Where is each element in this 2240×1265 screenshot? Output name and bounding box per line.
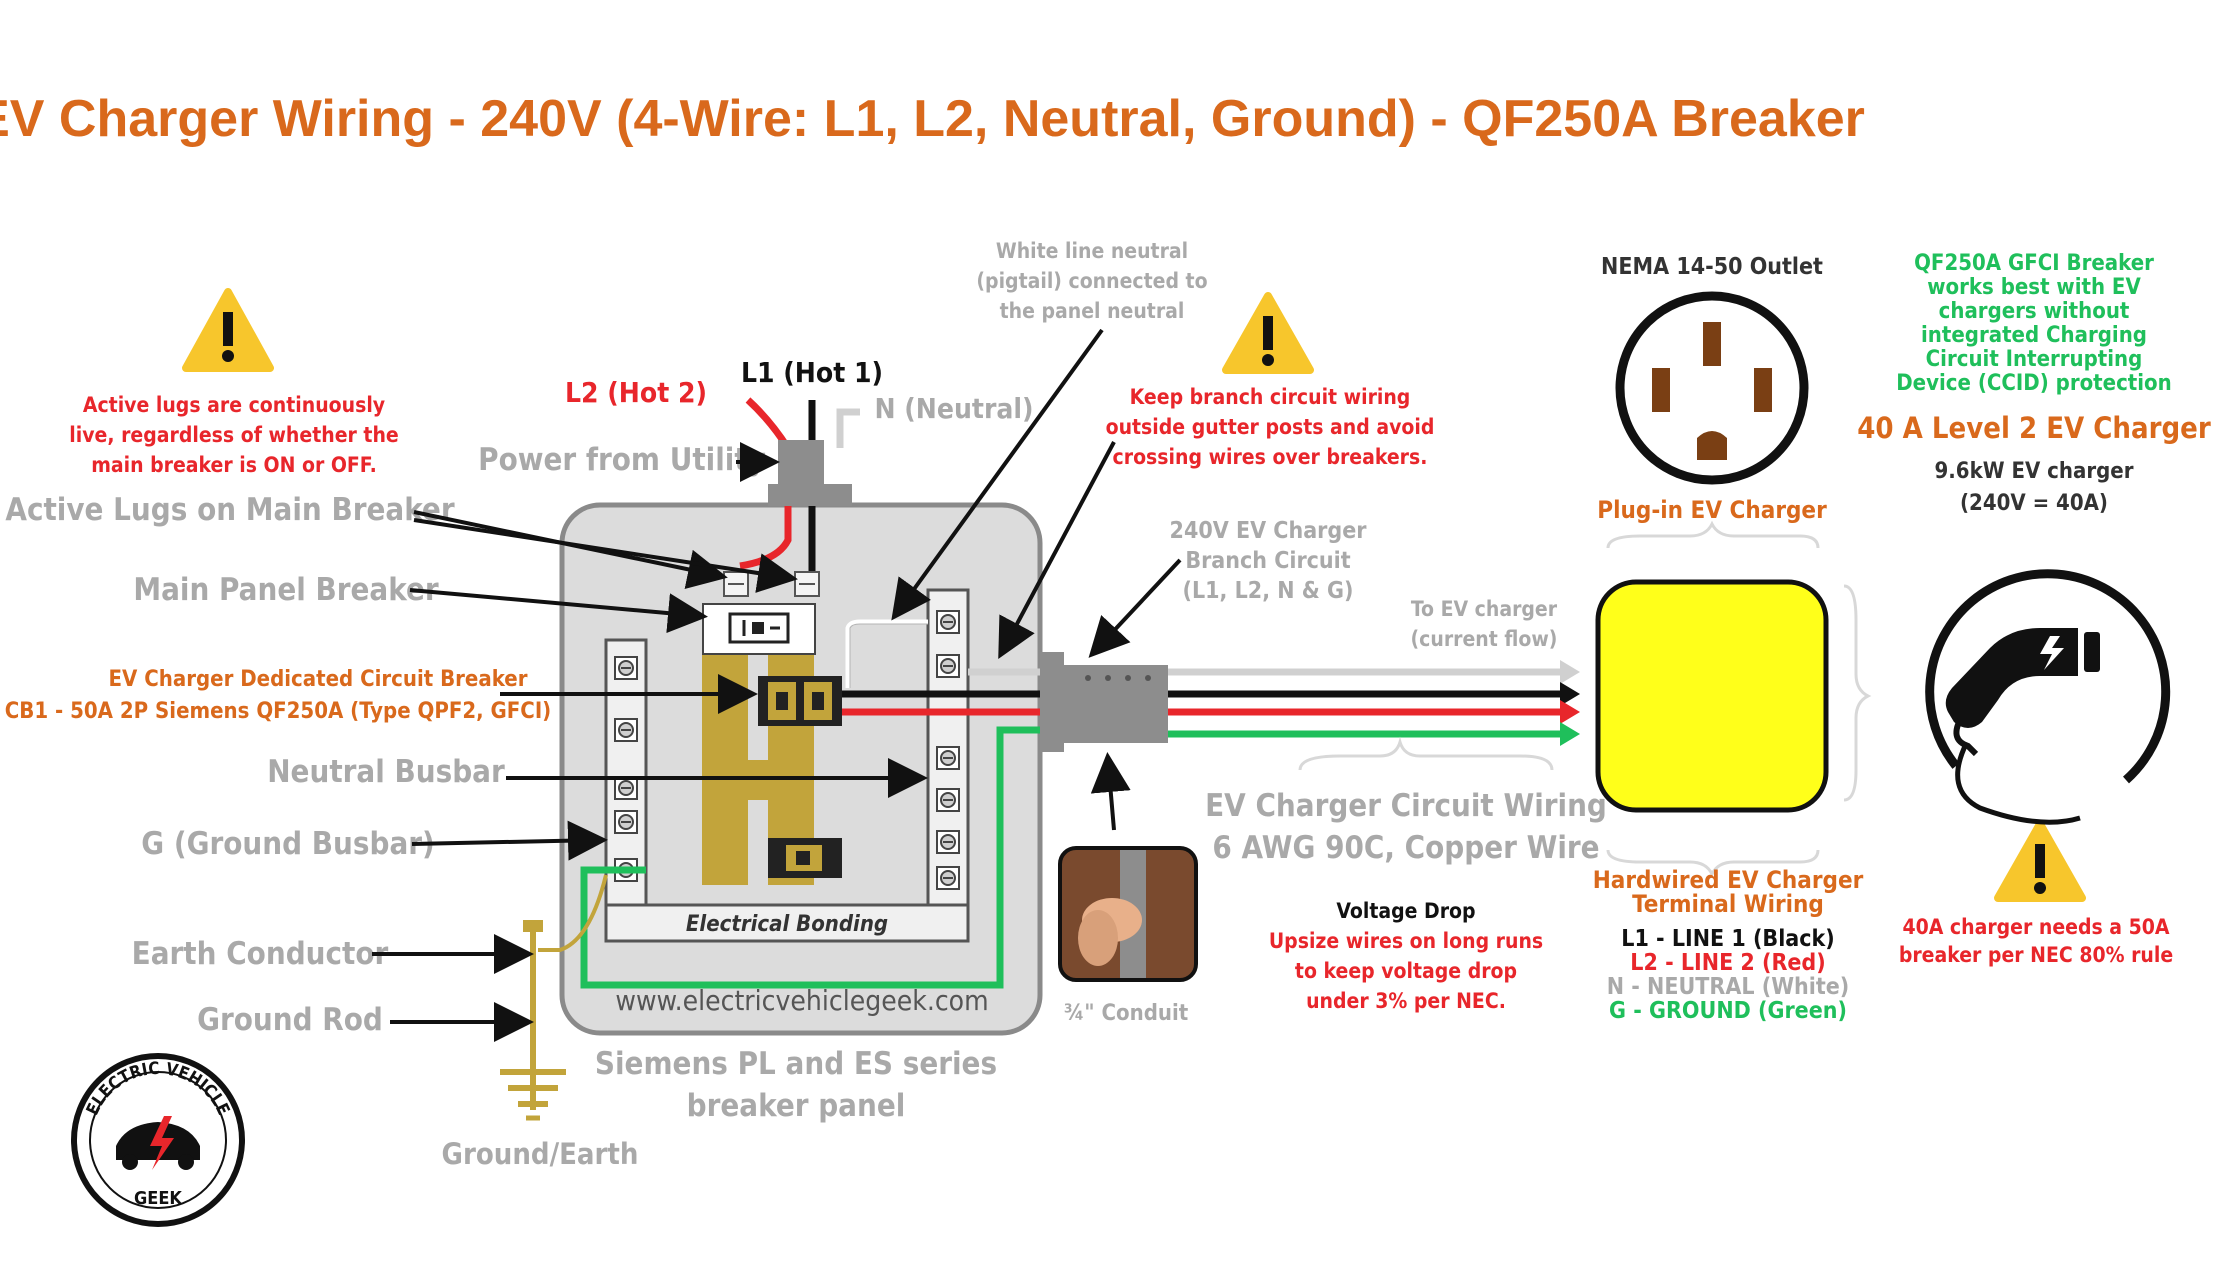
ground-earth-label: Ground/Earth [442,1137,639,1171]
wiring-label-1: EV Charger Circuit Wiring [1205,788,1607,824]
wiring-label-2: 6 AWG 90C, Copper Wire [1212,830,1599,866]
voltage-drop-title: Voltage Drop [1336,899,1475,923]
to-ev-text-2: (current flow) [1411,627,1558,651]
conduit-fitting [1040,652,1064,752]
qf-text-4: integrated Charging [1921,323,2147,348]
warning-gutter-text-3: crossing wires over breakers. [1113,445,1428,469]
panel-caption-1: Siemens PL and ES series [595,1046,997,1082]
logo: ELECTRIC VEHICLE GEEK [71,1053,245,1227]
branch-text-2: Branch Circuit [1185,548,1350,574]
terminal-l2: L2 - LINE 2 (Red) [1630,950,1825,976]
warning-gutter: Keep branch circuit wiring outside gutte… [1106,292,1435,469]
breaker-panel: Electrical Bonding www.electricvehiclege… [559,440,1043,1036]
neutral-label: N (Neutral) [874,392,1033,425]
bonding-label: Electrical Bonding [686,912,888,937]
panel-caption-2: breaker panel [687,1088,906,1124]
lightning-icon [150,1116,174,1170]
left-arrows [372,328,1182,1042]
pigtail-text-1: White line neutral [996,239,1188,263]
active-lugs-label: Active Lugs on Main Breaker [5,492,454,528]
ev-charger-terminal-box [1595,579,1829,813]
warning-50a: 40A charger needs a 50A breaker per NEC … [1899,820,2173,967]
hot-busbar-left [702,655,748,885]
warning-gutter-text-2: outside gutter posts and avoid [1106,415,1435,439]
utility-entrance-fitting [778,440,824,488]
bottom-brace [1606,849,1820,878]
top-brace [1606,520,1820,549]
l2-hot-label: L2 (Hot 2) [565,376,707,409]
warning-lugs-text-3: main breaker is ON or OFF. [91,453,377,477]
qf-text-1: QF250A GFCI Breaker [1914,251,2154,276]
qf-text-3: chargers without [1939,299,2130,324]
power-from-utility-label: Power from Utility [478,442,766,478]
plugin-label: Plug-in EV Charger [1597,496,1827,524]
to-ev-text-1: To EV charger [1411,597,1558,621]
bonding-bar [604,903,970,943]
warning-lugs-text-2: live, regardless of whether the [69,423,398,447]
terminal-n: N - NEUTRAL (White) [1607,974,1850,1000]
qf-text-5: Circuit Interrupting [1926,347,2143,372]
warning-lugs-text-1: Active lugs are continuously [83,393,385,417]
hardwired-label-2: Terminal Wiring [1632,890,1824,918]
warning-gutter-text-1: Keep branch circuit wiring [1130,385,1411,409]
ev-plug-icon [1925,569,2171,825]
wiring-brace [1298,736,1554,771]
kw-calc-label: (240V = 40A) [1960,491,2108,516]
l1-hot-label: L1 (Hot 1) [741,356,883,389]
kw-label: 9.6kW EV charger [1935,459,2134,484]
nema-outlet-icon [1615,291,1809,485]
voltage-drop-text-3: under 3% per NEC. [1306,989,1506,1013]
website-label: www.electricvehiclegeek.com [615,984,988,1017]
nema-label: NEMA 14-50 Outlet [1601,254,1823,280]
branch-text-1: 240V EV Charger [1170,518,1368,544]
voltage-drop-text-2: to keep voltage drop [1295,959,1517,983]
level2-title: 40 A Level 2 EV Charger [1857,411,2211,445]
voltage-drop-text-1: Upsize wires on long runs [1269,929,1543,953]
ev-breaker-label-1: EV Charger Dedicated Circuit Breaker [109,667,528,692]
conduit [1062,665,1168,743]
ev-breaker-label-2: CB1 - 50A 2P Siemens QF250A (Type QPF2, … [5,699,551,724]
page-title: EV Charger Wiring - 240V (4-Wire: L1, L2… [0,90,1865,148]
logo-bottom-text: GEEK [134,1188,183,1209]
pigtail-text-3: the panel neutral [1000,299,1185,323]
main-panel-breaker-label: Main Panel Breaker [133,572,439,608]
terminal-l1: L1 - LINE 1 (Black) [1621,926,1834,952]
ev-circuit-wires [580,619,1580,989]
qf-text-2: works best with EV [1927,275,2141,300]
hardwired-label-1: Hardwired EV Charger [1593,866,1864,894]
warning-lugs: Active lugs are continuously live, regar… [69,288,399,477]
pigtail-text-2: (pigtail) connected to [976,269,1207,293]
warning-50a-text-1: 40A charger needs a 50A [1902,915,2169,939]
conduit-label: ¾" Conduit [1064,1001,1189,1026]
earth-conductor-label: Earth Conductor [132,936,389,972]
ground-rod-label: Ground Rod [197,1002,383,1038]
warning-50a-text-2: breaker per NEC 80% rule [1899,943,2173,967]
neutral-busbar-label: Neutral Busbar [267,754,505,790]
side-brace [1843,584,1872,802]
qf-text-6: Device (CCID) protection [1896,371,2172,396]
conduit-photo [1058,846,1198,982]
branch-text-3: (L1, L2, N & G) [1183,578,1354,604]
ground-busbar-label: G (Ground Busbar) [141,826,435,862]
terminal-g: G - GROUND (Green) [1609,998,1847,1024]
